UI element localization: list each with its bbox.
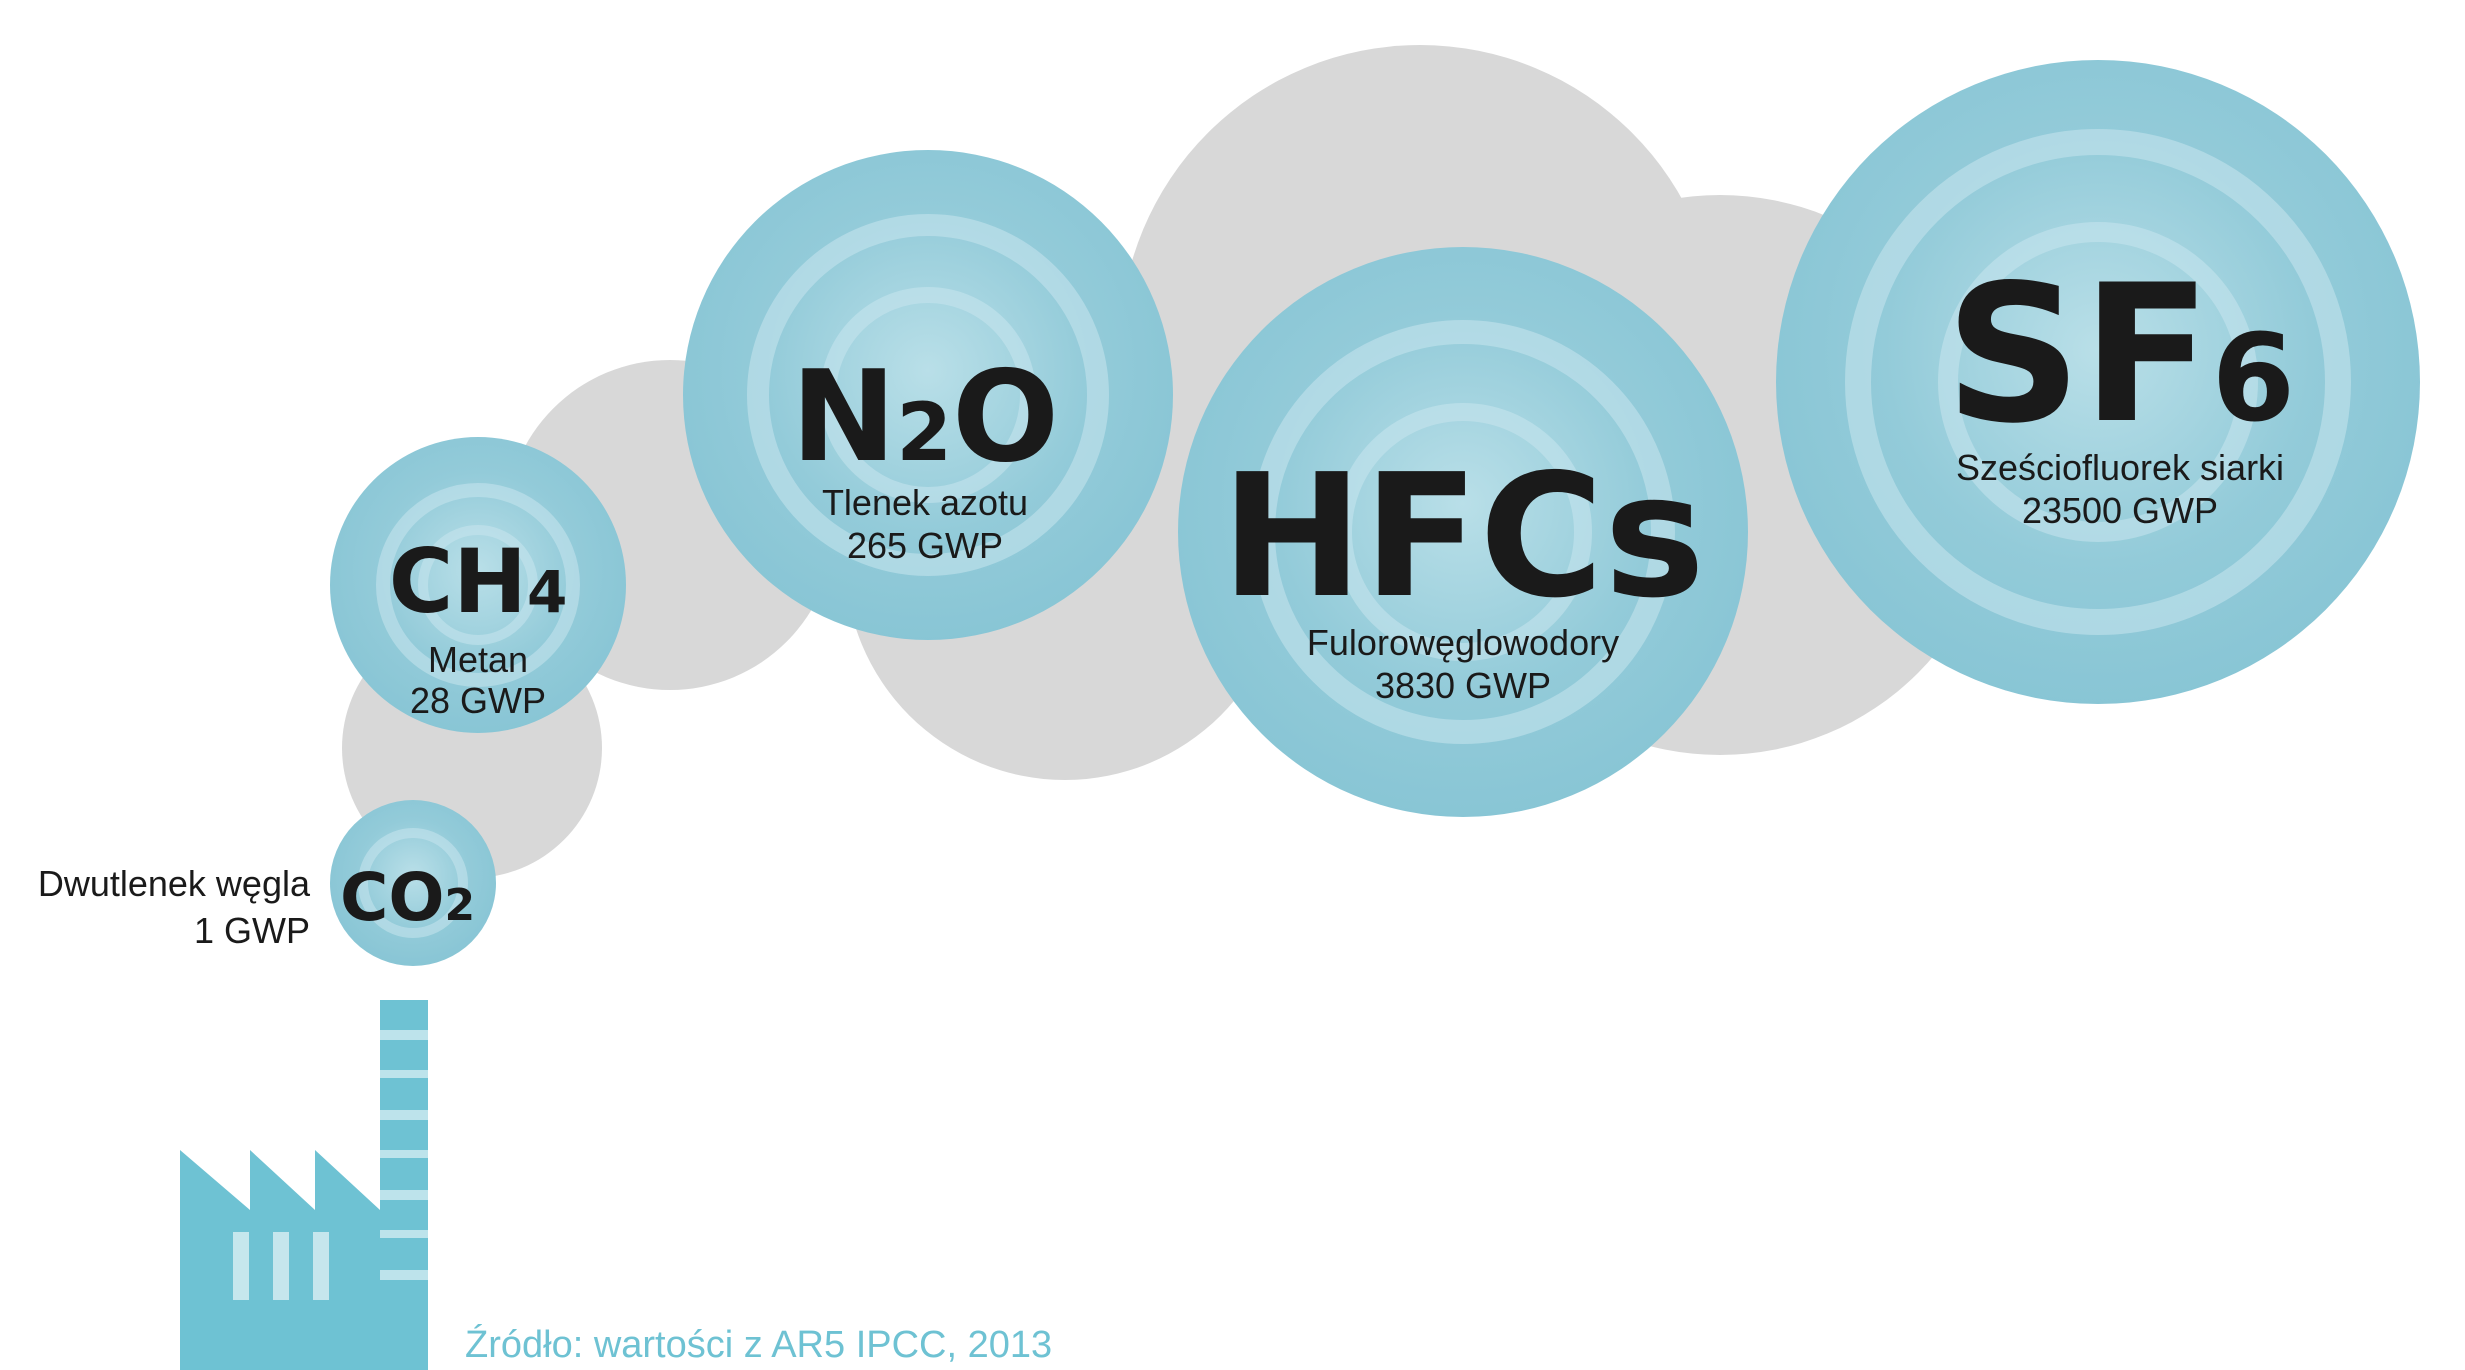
n2o-formula: N2O: [791, 343, 1059, 490]
sf6-group: SF6 Sześciofluorek siarki 23500 GWP: [1945, 244, 2295, 531]
ch4-formula: CH4: [389, 530, 568, 633]
sf6-gwp: 23500 GWP: [2022, 490, 2218, 531]
n2o-group: N2O Tlenek azotu 265 GWP: [791, 343, 1059, 566]
co2-gwp: 1 GWP: [194, 910, 310, 951]
ch4-name: Metan: [428, 639, 528, 680]
n2o-gwp: 265 GWP: [847, 525, 1003, 566]
ch4-circle: [330, 437, 626, 733]
sf6-name: Sześciofluorek siarki: [1956, 447, 2284, 488]
hfc-group: HFCs Fulorowęglowodory 3830 GWP: [1221, 438, 1705, 706]
factory-icon: [180, 1000, 428, 1370]
ch4-gwp: 28 GWP: [410, 680, 546, 721]
n2o-name: Tlenek azotu: [822, 482, 1028, 523]
ch4-group: CH4 Metan 28 GWP: [389, 530, 568, 721]
hfc-formula: HFCs: [1221, 438, 1705, 636]
co2-formula: CO2: [340, 859, 475, 936]
hfc-gwp: 3830 GWP: [1375, 665, 1551, 706]
co2-group: CO2 Dwutlenek węgla 1 GWP: [38, 859, 475, 951]
smoke-cloud: [342, 45, 2000, 878]
co2-name: Dwutlenek węgla: [38, 863, 311, 904]
source-note: Źródło: wartości z AR5 IPCC, 2013: [465, 1323, 1052, 1366]
sf6-formula: SF6: [1945, 244, 2295, 465]
hfc-name: Fulorowęglowodory: [1307, 622, 1619, 663]
co2-circle: [330, 800, 496, 966]
brush-texture: [358, 129, 2351, 938]
